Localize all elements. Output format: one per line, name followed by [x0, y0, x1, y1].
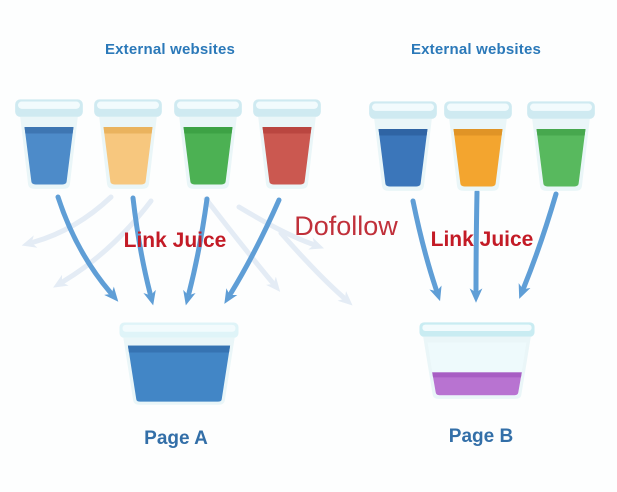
cup-liquid-surface — [127, 345, 231, 353]
link-arrow-a1 — [55, 194, 119, 302]
cup-liquid-surface — [24, 127, 74, 134]
external-websites-title-right: External websites — [410, 41, 542, 58]
cup-rim-highlight — [372, 103, 434, 111]
cup-liquid-surface — [103, 127, 153, 134]
cup-page-a — [119, 322, 239, 405]
cup-external-right-orange — [444, 101, 512, 191]
cup-rim-highlight — [18, 101, 80, 109]
faint-arrow-right-3 — [278, 230, 353, 306]
cup-liquid — [536, 129, 586, 187]
cup-liquid-surface — [453, 129, 503, 136]
cup-external-right-blue — [369, 101, 437, 191]
cup-liquid — [103, 127, 153, 185]
cup-liquid — [453, 129, 503, 187]
cup-liquid-surface — [183, 127, 233, 134]
cup-liquid — [432, 372, 522, 396]
page-a-label: Page A — [144, 428, 208, 449]
cup-liquid — [183, 127, 233, 185]
link-juice-label-left: Link Juice — [123, 229, 227, 252]
cup-liquid — [127, 345, 231, 402]
cup-external-left-blue — [15, 99, 83, 189]
cup-liquid-surface — [536, 129, 586, 136]
link-arrow-a4 — [224, 197, 282, 304]
cup-rim-highlight — [177, 101, 239, 109]
cup-liquid-surface — [262, 127, 312, 134]
cup-liquid-surface — [378, 129, 428, 136]
cup-rim-highlight — [256, 101, 318, 109]
link-juice-label-right: Link Juice — [430, 228, 534, 251]
page-b-label: Page B — [448, 426, 514, 447]
cup-liquid — [24, 127, 74, 185]
cup-rim-highlight — [447, 103, 509, 111]
external-websites-title-left: External websites — [104, 41, 236, 58]
cup-page-b — [419, 322, 535, 399]
cup-rim-highlight — [422, 324, 532, 331]
cup-external-left-red — [253, 99, 321, 189]
faint-arrow-left-1 — [21, 194, 114, 248]
cup-external-left-green — [174, 99, 242, 189]
dofollow-label: Dofollow — [294, 211, 398, 241]
cup-rim-highlight — [97, 101, 159, 109]
cup-liquid — [262, 127, 312, 185]
cup-rim-highlight — [122, 324, 236, 332]
cup-external-left-peach — [94, 99, 162, 189]
cup-external-right-green — [527, 101, 595, 191]
cup-rim-highlight — [530, 103, 592, 111]
cup-liquid-surface — [432, 372, 522, 378]
cup-liquid — [378, 129, 428, 187]
